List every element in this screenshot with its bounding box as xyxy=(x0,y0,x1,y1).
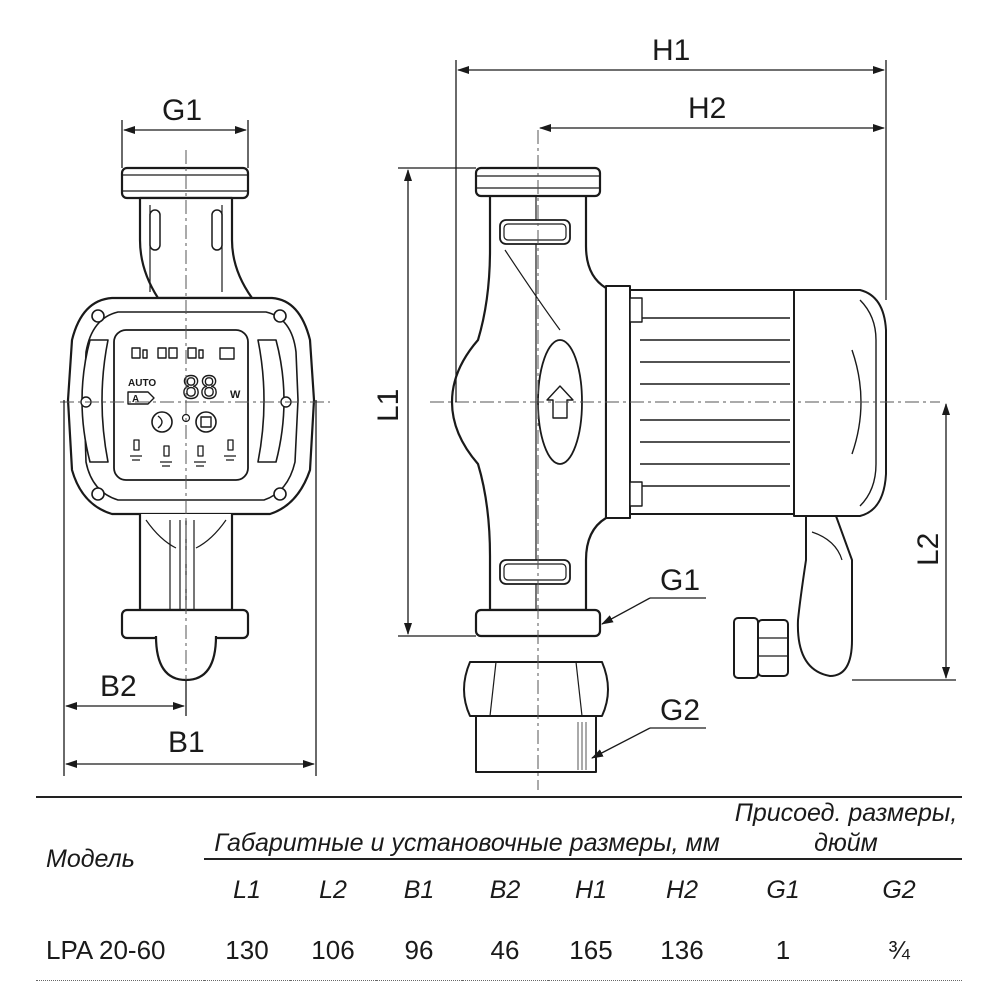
speed-indicator-icons xyxy=(130,439,236,467)
auto-label: AUTO xyxy=(128,378,156,389)
value-cell: 96 xyxy=(404,934,434,965)
dim-h-lines xyxy=(455,60,887,402)
dim-b-lines xyxy=(63,400,317,776)
col-header: B2 xyxy=(489,875,521,904)
table-header-row-2: L1 L2 B1 B2 H1 H2 G1 G2 xyxy=(36,859,962,920)
mode-indicator-icons xyxy=(131,347,235,360)
cable-gland-nut xyxy=(733,617,759,679)
bottom-flange xyxy=(120,608,250,640)
side-view xyxy=(450,166,887,773)
dim-label-g1-side: G1 xyxy=(660,564,700,597)
dim-label-h1: H1 xyxy=(652,34,690,67)
dim-label-l1: L1 xyxy=(372,389,405,422)
control-box-side xyxy=(793,289,887,517)
dim-l2-lines xyxy=(852,403,956,681)
col-header: L1 xyxy=(233,875,261,904)
col-header: G2 xyxy=(882,875,916,904)
union-nut xyxy=(463,661,609,717)
dim-label-b1: B1 xyxy=(168,726,205,759)
value-cell: 1 xyxy=(775,934,791,965)
col-header: G1 xyxy=(766,875,800,904)
model-column-header: Модель xyxy=(46,845,135,873)
front-view: AUTO A 88 W xyxy=(66,166,316,682)
display-panel xyxy=(113,329,249,481)
value-cell: 46 xyxy=(490,934,520,965)
value-cell: 136 xyxy=(660,934,704,965)
display-unit: W xyxy=(230,389,241,401)
value-cell: ¾ xyxy=(888,934,910,965)
union-thread xyxy=(475,715,597,773)
col-header: B1 xyxy=(403,875,435,904)
dim-label-g1-top: G1 xyxy=(162,94,202,127)
model-cell: LPA 20-60 xyxy=(46,934,166,965)
value-cell: 106 xyxy=(311,934,355,965)
cable-elbow xyxy=(796,515,853,677)
dims-group-header: Габаритные и установочные размеры, мм xyxy=(204,797,730,860)
top-flange xyxy=(120,166,250,200)
dim-g1-top xyxy=(121,120,249,168)
value-cell: 165 xyxy=(569,934,613,965)
svg-text:A: A xyxy=(132,394,139,405)
col-header: H1 xyxy=(575,875,607,904)
dim-label-l2: L2 xyxy=(912,533,945,566)
dim-label-g2: G2 xyxy=(660,694,700,727)
dim-g2-leader xyxy=(591,727,706,759)
dim-l1-lines xyxy=(398,167,476,637)
dimensions-table: Модель Габаритные и установочные размеры… xyxy=(36,796,962,981)
dim-g1-side-leader xyxy=(601,597,706,625)
spec-table-section: Модель Габаритные и установочные размеры… xyxy=(0,790,1000,1000)
table-header-row-1: Модель Габаритные и установочные размеры… xyxy=(36,797,962,873)
table-row: LPA 20-60 130 106 96 46 165 136 1 ¾ xyxy=(36,920,962,981)
conn-group-header: Присоед. размеры, дюйм xyxy=(730,797,962,860)
pump-dimension-drawing: AUTO A 88 W xyxy=(60,34,956,790)
dim-label-h2: H2 xyxy=(688,92,726,125)
dim-label-b2: B2 xyxy=(100,670,137,703)
value-cell: 130 xyxy=(225,934,269,965)
display-digits: 88 xyxy=(182,371,218,406)
col-header: L2 xyxy=(319,875,347,904)
col-header: H2 xyxy=(666,875,698,904)
